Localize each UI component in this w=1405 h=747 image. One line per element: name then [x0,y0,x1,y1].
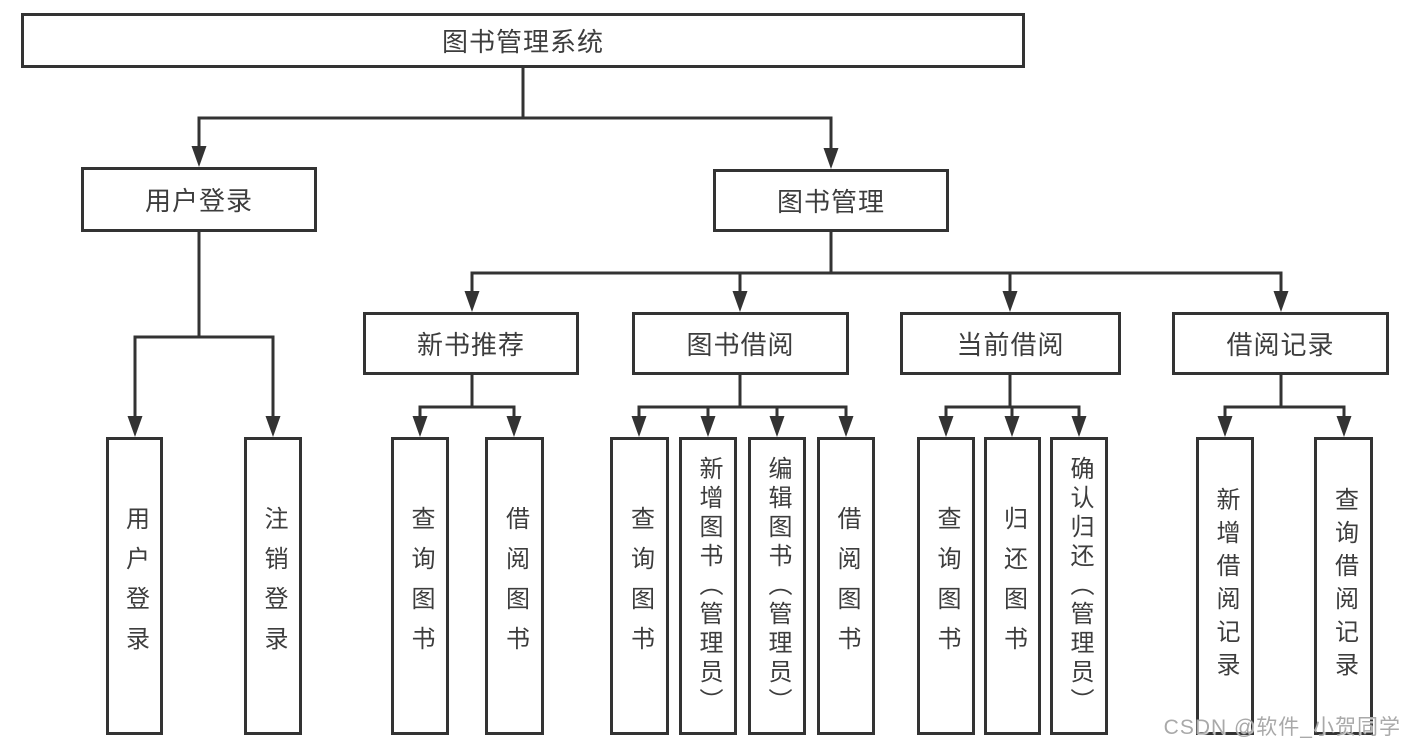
node-user-login: 用户登录 [81,167,317,232]
leaf-borrow-query-books-label: 查询图书 [626,506,654,666]
node-book-borrow: 图书借阅 [632,312,849,375]
leaf-add-books-admin: 新增图书（管理员） [679,437,737,735]
node-borrow-records: 借阅记录 [1172,312,1389,375]
leaf-add-borrow-record-label: 新增借阅记录 [1212,487,1239,685]
node-book-borrow-label: 图书借阅 [686,330,795,360]
leaf-recommend-borrow-books: 借阅图书 [485,437,544,735]
node-book-management-label: 图书管理 [776,187,885,217]
node-borrow-records-label: 借阅记录 [1226,330,1335,360]
arrowhead-icons [127,146,1352,437]
leaf-user-login: 用户登录 [106,437,163,735]
node-book-management: 图书管理 [713,169,949,232]
node-root-label: 图书管理系统 [441,27,604,57]
leaf-edit-books-admin-label: 编辑图书（管理员） [764,455,791,717]
leaf-recommend-query-books: 查询图书 [391,437,449,735]
leaf-logout: 注销登录 [244,437,302,735]
csdn-watermark: CSDN @软件_小贺同学 [1163,716,1401,739]
leaf-recommend-query-books-label: 查询图书 [407,506,434,666]
node-new-book-recommend: 新书推荐 [363,312,579,375]
leaf-recommend-borrow-books-label: 借阅图书 [501,506,529,666]
node-root: 图书管理系统 [21,13,1025,68]
leaf-query-borrow-record-label: 查询借阅记录 [1330,487,1358,685]
leaf-confirm-return-admin-label: 确认归还（管理员） [1066,455,1093,717]
node-current-borrow: 当前借阅 [900,312,1121,375]
leaf-borrow-books-label: 借阅图书 [833,506,860,666]
leaf-return-books: 归还图书 [984,437,1041,735]
leaf-logout-label: 注销登录 [260,506,287,666]
node-user-login-label: 用户登录 [144,186,253,216]
leaf-add-books-admin-label: 新增图书（管理员） [695,455,722,717]
leaf-query-borrow-record: 查询借阅记录 [1314,437,1373,735]
leaf-current-query-books-label: 查询图书 [933,506,960,666]
leaf-current-query-books: 查询图书 [917,437,975,735]
leaf-borrow-query-books: 查询图书 [610,437,669,735]
leaf-edit-books-admin: 编辑图书（管理员） [748,437,806,735]
leaf-borrow-books: 借阅图书 [817,437,875,735]
leaf-return-books-label: 归还图书 [999,506,1027,666]
leaf-user-login-label: 用户登录 [121,506,149,666]
leaf-confirm-return-admin: 确认归还（管理员） [1050,437,1108,735]
node-current-borrow-label: 当前借阅 [956,330,1065,360]
node-new-book-recommend-label: 新书推荐 [416,330,525,360]
leaf-add-borrow-record: 新增借阅记录 [1196,437,1254,735]
